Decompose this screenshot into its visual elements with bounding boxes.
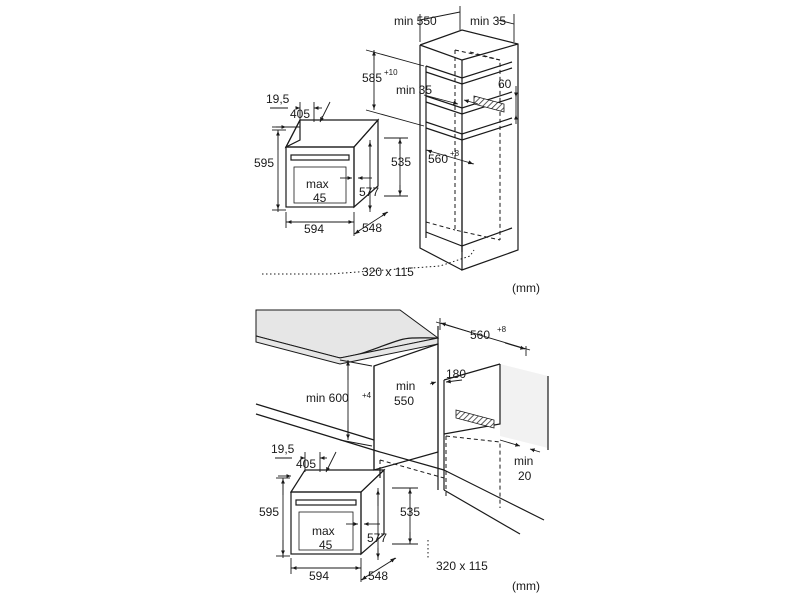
bottom-oven-height-535: 535	[400, 505, 420, 519]
top-cabinet-560: 560	[428, 152, 448, 166]
bottom-cabinet-vent	[455, 409, 495, 429]
top-oven-depth-19-5: 19,5	[266, 92, 290, 106]
countertop	[255, 309, 440, 359]
top-oven-height-595: 595	[254, 156, 274, 170]
bottom-oven-depth-548: 548	[368, 569, 388, 583]
top-cabinet-vent-size: 320 x 115	[362, 265, 414, 279]
top-cabinet-min-35-top: min 35	[470, 14, 506, 28]
top-oven-height-577: 577	[359, 185, 379, 199]
bottom-oven-max-label: max	[312, 524, 335, 538]
top-oven	[270, 101, 408, 236]
bottom-cabinet-min-550-a: min	[396, 379, 415, 393]
bottom-oven-top	[289, 469, 386, 493]
top-unit-label: (mm)	[512, 281, 540, 295]
top-cabinet-560-sup: +8	[450, 149, 460, 158]
bottom-oven-side	[360, 468, 385, 556]
top-cabinet-60: 60	[498, 77, 512, 91]
bottom-oven-handle	[295, 499, 357, 506]
top-oven-depth-405: 405	[290, 107, 310, 121]
bottom-cabinet-min-600-sup: +4	[362, 391, 372, 400]
bottom-cabinet-560-sup: +8	[497, 325, 507, 334]
bottom-oven-width-594: 594	[309, 569, 329, 583]
bottom-cabinet-min-600: min 600	[306, 391, 349, 405]
top-cabinet-585: 585	[362, 71, 382, 85]
bottom-oven	[275, 451, 429, 582]
top-oven-max-value: 45	[313, 191, 327, 205]
top-oven-width-594: 594	[304, 222, 324, 236]
bottom-cabinet-180: 180	[446, 367, 466, 381]
top-cabinet-min-550: min 550	[394, 14, 437, 28]
top-cabinet	[262, 6, 519, 275]
top-oven-side	[353, 118, 379, 209]
bottom-cabinet-min-20-a: min	[514, 454, 533, 468]
bottom-oven-height-595: 595	[259, 505, 279, 519]
top-cabinet-min-35-mid: min 35	[396, 83, 432, 97]
bottom-oven-depth-19-5: 19,5	[271, 442, 295, 456]
bottom-cabinet-min-550-b: 550	[394, 394, 414, 408]
top-oven-max-label: max	[306, 177, 329, 191]
bottom-oven-height-577: 577	[367, 531, 387, 545]
top-oven-height-535: 535	[391, 155, 411, 169]
top-cabinet-585-sup: +10	[384, 68, 398, 77]
top-oven-depth-548: 548	[362, 221, 382, 235]
bottom-cabinet	[255, 309, 549, 535]
bottom-unit-label: (mm)	[512, 579, 540, 593]
bottom-cabinet-min-20-b: 20	[518, 469, 532, 483]
bottom-cabinet-vent-size: 320 x 115	[436, 559, 488, 573]
bottom-cabinet-560: 560	[470, 328, 490, 342]
top-cabinet-vent	[473, 95, 505, 113]
bottom-oven-max-value: 45	[319, 538, 333, 552]
top-oven-handle	[290, 154, 350, 161]
bottom-oven-depth-405: 405	[296, 457, 316, 471]
